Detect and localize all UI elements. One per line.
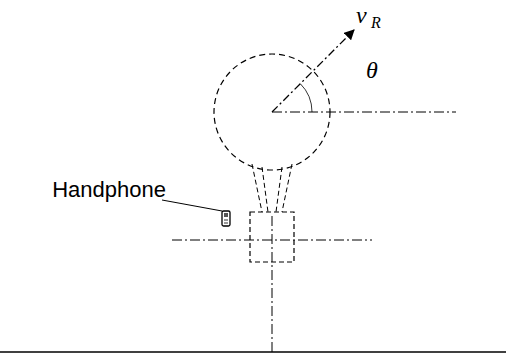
velocity-subscript: R (371, 15, 381, 31)
handphone-screen (224, 213, 228, 217)
handphone-keys (224, 220, 228, 221)
velocity-arrow (272, 30, 354, 112)
leader-line (162, 200, 222, 211)
ground-line (0, 351, 506, 353)
rope (262, 167, 268, 212)
rope (282, 164, 292, 212)
angle-symbol: θ (366, 58, 378, 82)
reference-axis (272, 112, 456, 113)
rope (276, 167, 282, 212)
handphone-keys (224, 223, 228, 224)
velocity-symbol: v (356, 3, 367, 27)
rope (252, 164, 262, 212)
part-label: Handphone (52, 179, 166, 201)
vertical-axis (272, 216, 273, 352)
angle-arc (300, 84, 312, 112)
handphone-icon (222, 211, 230, 226)
